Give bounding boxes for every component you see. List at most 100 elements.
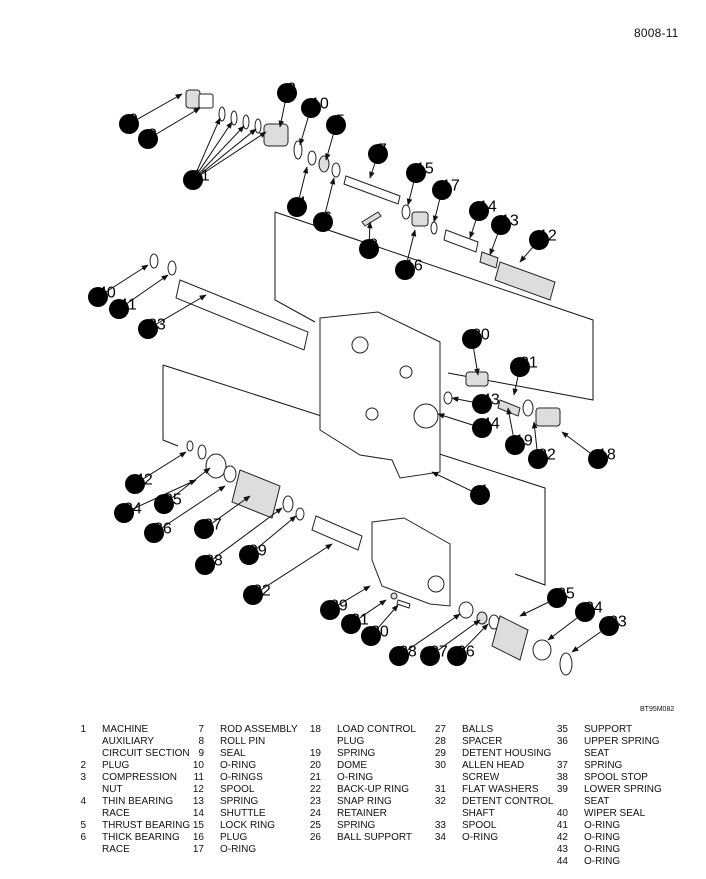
legend-item-number: 21 — [309, 772, 321, 783]
bearing-part — [307, 150, 341, 178]
legend-item-text: SPOOL — [462, 820, 497, 831]
callout-label: 28 — [399, 644, 417, 661]
shuttle-part — [443, 229, 479, 253]
callout-15 — [406, 182, 415, 206]
legend-item-number: 42 — [556, 832, 568, 843]
legend-item-text: O-RING — [584, 832, 621, 843]
seals-left-part — [149, 253, 177, 276]
legend-item-number: 1 — [80, 724, 86, 735]
callout-2 — [278, 102, 286, 128]
callout-37 — [211, 495, 251, 524]
callout-11 — [201, 131, 267, 175]
legend-item-text: THRUST BEARING — [102, 820, 191, 831]
callout-label: 23 — [609, 614, 627, 631]
callout-circle — [195, 555, 215, 575]
legend-item-text: SPRING — [584, 760, 623, 771]
callout-label: 8 — [369, 237, 378, 254]
legend-item-number: 19 — [309, 748, 321, 759]
callout-circle — [575, 602, 595, 622]
callout-20 — [473, 348, 480, 376]
callout-40 — [106, 264, 149, 293]
figure-code: BT95M082 — [640, 706, 675, 713]
legend-item-number: 37 — [556, 760, 568, 771]
legend-item-text: ALLEN HEAD SCREW — [462, 760, 525, 783]
callout-circle — [313, 212, 333, 232]
callout-9 — [137, 93, 183, 120]
snap-ring-part — [559, 652, 573, 676]
callout-17 — [432, 199, 441, 223]
callout-circle — [183, 170, 203, 190]
legend-item-text: LOCK RING — [220, 820, 276, 831]
callout-circle — [510, 357, 530, 377]
legend-item-text: O-RINGS — [220, 772, 263, 783]
legend-item-text: SPRING — [337, 820, 376, 831]
callout-30 — [377, 604, 399, 629]
lock-ring-part — [401, 204, 438, 235]
callout-circle — [406, 163, 426, 183]
callout-32 — [261, 543, 333, 590]
callout-43 — [451, 396, 473, 403]
callout-circle — [547, 588, 567, 608]
callout-label: 40 — [98, 285, 116, 302]
detent-control-shaft-part — [311, 515, 363, 551]
legend-item-text: BACK-UP RING — [337, 784, 410, 795]
leader-line — [137, 93, 183, 120]
callout-44 — [437, 413, 473, 426]
callout-label: 43 — [482, 392, 500, 409]
callout-circle — [588, 449, 608, 469]
callout-31 — [358, 599, 387, 619]
callout-19 — [506, 407, 514, 436]
leader-line — [506, 407, 514, 436]
legend-item-text: SPRING — [337, 748, 376, 759]
flat-washers-part — [390, 592, 411, 609]
callout-39 — [256, 515, 297, 549]
callout-11 — [198, 121, 233, 172]
legend-item-text: O-RING — [584, 856, 621, 867]
legend-item-number: 36 — [556, 736, 568, 747]
legend-item-text: DOME — [337, 760, 367, 771]
callout-label: 3 — [148, 127, 157, 144]
callout-label: 2 — [287, 81, 296, 98]
legend-item-text: SPACER — [462, 736, 503, 747]
callout-label: 35 — [164, 492, 182, 509]
callout-circle — [194, 519, 214, 539]
callout-circle — [361, 626, 381, 646]
legend-item-text: ROLL PIN — [220, 736, 266, 747]
callout-circle — [491, 215, 511, 235]
callout-circle — [469, 201, 489, 221]
leader-line — [298, 166, 309, 198]
legend-item-text: SEAL — [220, 748, 246, 759]
callout-label: 31 — [351, 612, 369, 629]
leader-line — [324, 177, 336, 213]
callout-label: 24 — [585, 600, 603, 617]
callout-label: 20 — [472, 327, 490, 344]
callout-label: 32 — [253, 583, 271, 600]
callout-circle — [528, 449, 548, 469]
leader-line — [212, 507, 283, 560]
callout-circle — [239, 545, 259, 565]
leader-line — [106, 264, 149, 293]
callout-7 — [369, 163, 376, 179]
legend-item-number: 38 — [556, 772, 568, 783]
leader-line — [463, 623, 489, 650]
legend-item-text: O-RING — [584, 844, 621, 855]
callout-label: 39 — [249, 543, 267, 560]
